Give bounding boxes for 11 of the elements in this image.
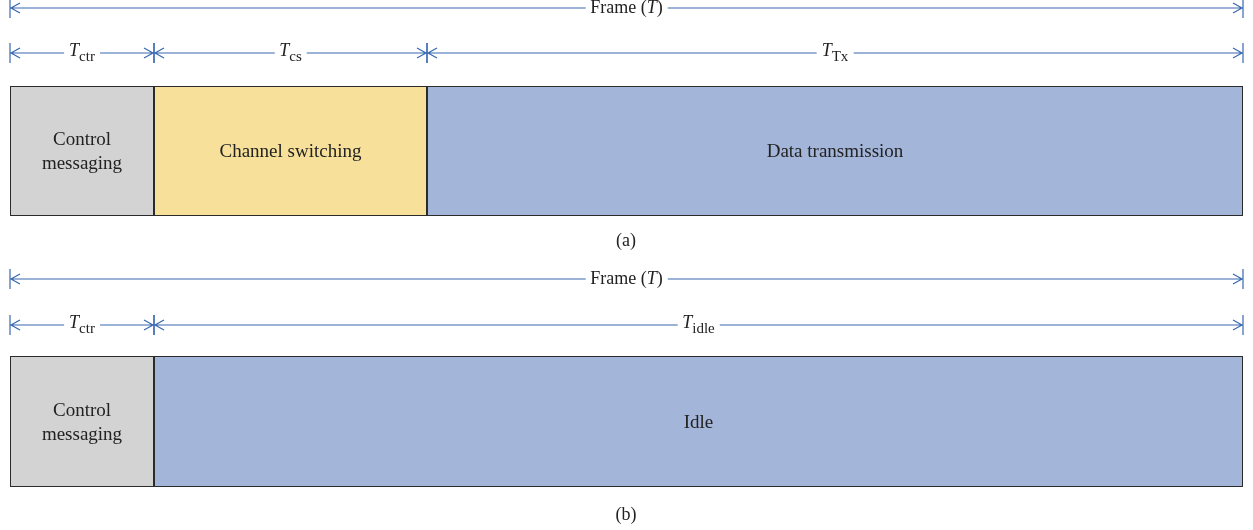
- block-label: Channel switching: [218, 139, 363, 163]
- control-messaging-block: [10, 356, 154, 487]
- data-transmission-block: [427, 86, 1243, 216]
- control-messaging-block: [10, 86, 154, 216]
- dimension-label: Frame (T): [585, 0, 668, 18]
- block-label: Idle: [682, 409, 715, 434]
- dimension-label: Frame (T): [585, 269, 668, 289]
- block-label: Control messaging: [40, 397, 124, 446]
- block-label: Data transmission: [765, 139, 905, 163]
- idle-block: [154, 356, 1243, 487]
- block-label: Control messaging: [40, 127, 124, 175]
